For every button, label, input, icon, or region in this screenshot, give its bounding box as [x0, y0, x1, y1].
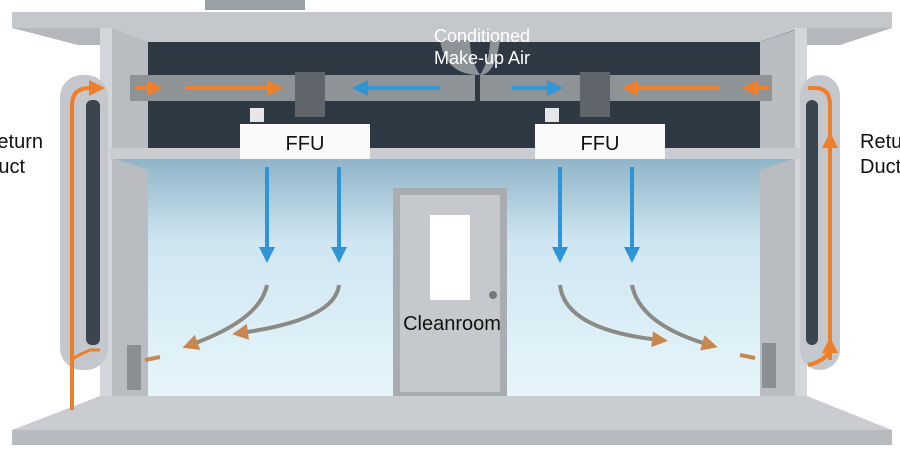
door-window — [430, 215, 470, 300]
roof-unit — [205, 0, 305, 10]
supply-air-arrows — [259, 80, 640, 263]
cleanroom-label: Cleanroom — [403, 313, 501, 335]
roof-slab — [12, 12, 892, 42]
ffu-right: FFU — [535, 124, 665, 159]
return-duct-right-label-line2: Duct — [860, 156, 900, 178]
return-duct-left-label-line2: Duct — [0, 156, 25, 178]
ffu-left: FFU — [240, 124, 370, 159]
ffu-left-label: FFU — [286, 133, 325, 155]
makeup-air-label-line1: Conditioned — [434, 26, 530, 46]
right-wall — [760, 30, 795, 420]
return-duct-left-label-line1: Return — [0, 131, 43, 153]
room-airflow-arrows — [144, 284, 756, 362]
return-grille-right — [762, 343, 776, 388]
return-duct-right — [800, 75, 840, 370]
return-grille-left — [127, 345, 141, 390]
return-duct-right-label-line1: Return — [860, 131, 900, 153]
cleanroom-door[interactable] — [393, 188, 507, 396]
return-duct-left — [60, 75, 108, 370]
ffu-right-label: FFU — [581, 133, 620, 155]
ceiling-slab — [110, 148, 800, 159]
door-handle[interactable] — [489, 291, 497, 299]
return-air-arrows — [70, 80, 838, 410]
makeup-air-label-line2: Make-up Air — [434, 48, 530, 68]
